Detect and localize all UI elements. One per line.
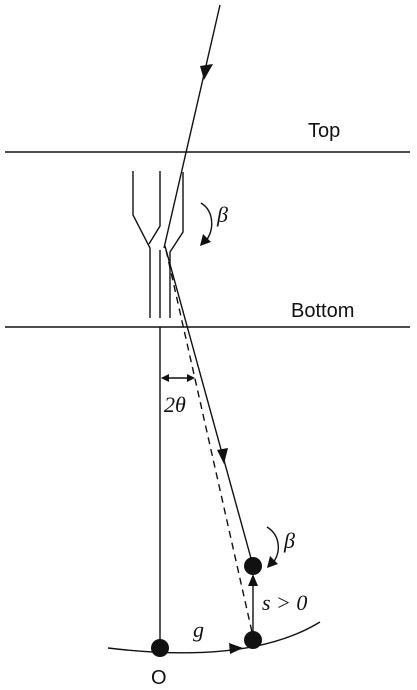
reflection-point [244, 631, 262, 649]
s-vector-arrow [248, 574, 258, 586]
g-label: g [193, 617, 204, 642]
incident-beam [163, 4, 221, 249]
two-theta-label: 2θ [164, 392, 186, 417]
column-left-inner [148, 171, 161, 245]
beta-label-upper: β [216, 202, 228, 227]
column-right-edge [169, 172, 184, 318]
beta-rotation-lower [266, 526, 279, 565]
top-label: Top [308, 120, 340, 142]
beta-rotation-lower-arrow [267, 556, 278, 568]
two-theta-arrow-left [161, 374, 169, 382]
diffracted-beam [164, 245, 253, 563]
ewald-sphere-arc [107, 621, 321, 654]
diffracted-beam-arrow [217, 448, 228, 464]
s-label: s > 0 [262, 590, 307, 615]
deviated-point [244, 557, 262, 575]
bottom-label: Bottom [291, 300, 354, 322]
origin-point [151, 639, 169, 657]
ewald-arc-arrow [229, 643, 243, 654]
origin-label: O [151, 667, 167, 689]
incident-beam-arrow [200, 64, 213, 80]
two-theta-arrow-right [187, 374, 195, 382]
reference-beam-dashed [165, 249, 253, 633]
beta-rotation-upper-arrow [200, 234, 211, 246]
column-left-outer [132, 171, 151, 318]
beta-label-lower: β [283, 528, 295, 553]
